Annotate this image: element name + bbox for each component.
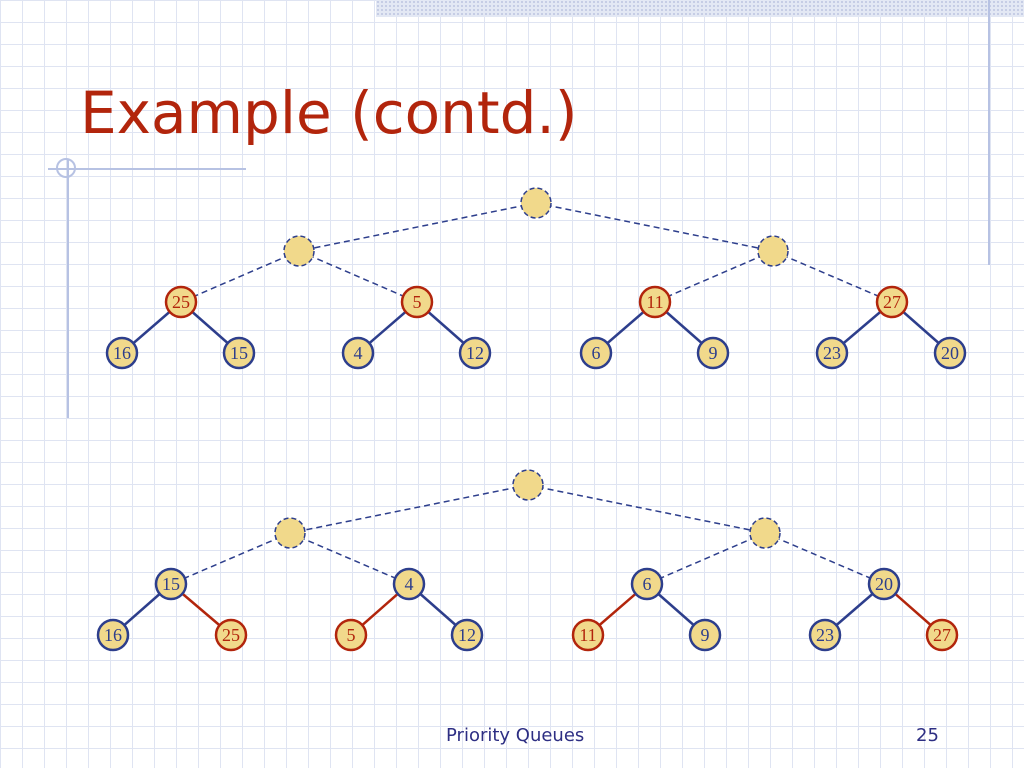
heap-merge-diagram: 25 16 15 5 4 12 11 6 9 27 23 20 15 16 25 4 5 12 6 11 9 20 23 27 — [96, 187, 967, 652]
title-ring-ornament — [56, 158, 76, 178]
tree-after-edge-placeholder-subtree-2 — [289, 532, 410, 585]
tree-before-placeholder-left — [283, 235, 315, 267]
tree-after-subtree-3-root-node-circle — [630, 567, 664, 601]
tree-after-subtree-4-right-node-key: 27 — [933, 625, 951, 645]
tree-after-subtree-1-right-node-circle — [214, 618, 248, 652]
tree-after-edge-root-left — [289, 484, 529, 534]
tree-after-subtree-1-root-node-circle — [154, 567, 188, 601]
tree-before-subtree-2-root-node-circle — [400, 285, 434, 319]
tree-after-subtree-1-right-node-key: 25 — [222, 625, 240, 645]
tree-before-subtree-4-left-node-circle — [815, 336, 849, 370]
tree-after-subtree-2-right-node-key: 12 — [458, 625, 476, 645]
tree-after-subtree-1-left-node-circle — [96, 618, 130, 652]
tree-after-placeholder-root — [512, 469, 544, 501]
tree-before-edge-placeholder-subtree-4 — [772, 250, 893, 303]
tree-before-subtree-3-right-node-circle — [696, 336, 730, 370]
tree-before-subtree-3-right-node-key: 9 — [709, 343, 718, 363]
tree-after-subtree-2-right-node-circle — [450, 618, 484, 652]
tree-before-subtree-4-root-node-circle — [875, 285, 909, 319]
tree-after-placeholder-left — [274, 517, 306, 549]
tree-before-subtree-1-right-node-key: 15 — [230, 343, 248, 363]
left-decorative-rule — [67, 160, 69, 418]
tree-before-subtree-1-left-node-circle — [105, 336, 139, 370]
tree-after-subtree-1-root-node-key: 15 — [162, 574, 180, 594]
tree-before-placeholder-root — [520, 187, 552, 219]
tree-before-subtree-1-root-node-circle — [164, 285, 198, 319]
tree-before-subtree-3-left-node-key: 6 — [592, 343, 601, 363]
tree-after-edge-placeholder-subtree-3 — [646, 532, 766, 585]
tree-before-edge-placeholder-subtree-2 — [298, 250, 418, 303]
tree-after-subtree-4-root-node-key: 20 — [875, 574, 893, 594]
tree-before-subtree-4-root-node-key: 27 — [883, 292, 901, 312]
tree-before-placeholder-right — [757, 235, 789, 267]
tree-after-subtree-4-left-node-key: 23 — [816, 625, 834, 645]
tree-before-subtree-3-left-node-circle — [579, 336, 613, 370]
tree-after-subtree-4-root-node-circle — [867, 567, 901, 601]
tree-after-subtree-2-root-node-circle — [392, 567, 426, 601]
tree-before-subtree-1-root-node-key: 25 — [172, 292, 190, 312]
tree-before-subtree-2-right-node-circle — [458, 336, 492, 370]
tree-before-subtree-1-right-node-circle — [222, 336, 256, 370]
tree-after-subtree-3-right-node-circle — [688, 618, 722, 652]
tree-before-subtree-2-root-node-key: 5 — [413, 292, 422, 312]
tree-after-subtree-1-left-node-key: 16 — [104, 625, 122, 645]
tree-before-edge-root-right — [535, 202, 774, 252]
top-decorative-band — [376, 0, 1024, 17]
tree-after-subtree-3-right-node-key: 9 — [701, 625, 710, 645]
tree-after-subtree-4-left-node-circle — [808, 618, 842, 652]
tree-before-subtree-3-root-node-circle — [638, 285, 672, 319]
tree-after-subtree-2-left-node-circle — [334, 618, 368, 652]
tree-before-subtree-4-left-node-key: 23 — [823, 343, 841, 363]
slide-title: Example (contd.) — [80, 79, 578, 147]
tree-before-edge-root-left — [298, 202, 537, 252]
tree-after-subtree-2-left-node-key: 5 — [347, 625, 356, 645]
title-underline-rule — [48, 168, 246, 170]
tree-before-subtree-4-right-node-circle — [933, 336, 967, 370]
tree-after-subtree-3-root-node-key: 6 — [643, 574, 652, 594]
tree-after-subtree-3-left-node-key: 11 — [579, 625, 596, 645]
tree-after-placeholder-right — [749, 517, 781, 549]
tree-after-edge-placeholder-subtree-4 — [764, 532, 885, 585]
tree-after-edge-root-right — [527, 484, 766, 534]
tree-before-subtree-2-right-node-key: 12 — [466, 343, 484, 363]
tree-before-subtree-4-right-node-key: 20 — [941, 343, 959, 363]
right-decorative-rule — [988, 0, 990, 265]
tree-before-subtree-3-root-node-key: 11 — [646, 292, 663, 312]
page-number: 25 — [916, 725, 939, 746]
tree-after-edge-placeholder-subtree-1 — [170, 532, 291, 585]
tree-before-edge-placeholder-subtree-3 — [654, 250, 774, 303]
tree-before-subtree-2-left-node-circle — [341, 336, 375, 370]
footer-label: Priority Queues — [446, 725, 585, 746]
tree-before-subtree-1-left-node-key: 16 — [113, 343, 131, 363]
tree-before-edge-placeholder-subtree-1 — [180, 250, 300, 303]
tree-before-subtree-2-left-node-key: 4 — [354, 343, 363, 363]
tree-after-subtree-3-left-node-circle — [571, 618, 605, 652]
tree-after-subtree-2-root-node-key: 4 — [405, 574, 414, 594]
tree-after-subtree-4-right-node-circle — [925, 618, 959, 652]
